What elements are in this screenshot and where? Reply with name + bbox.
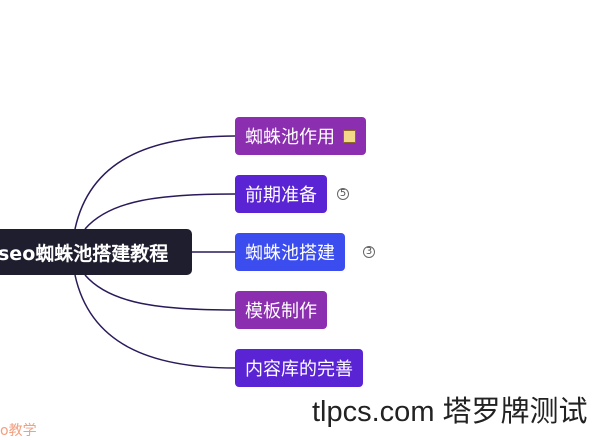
connector-1 (74, 135, 236, 230)
child-label: 内容库的完善 (245, 359, 353, 380)
child-label: 蜘蛛池作用 (245, 127, 335, 148)
count-badge[interactable]: 3 (363, 246, 375, 258)
child-node-1[interactable]: 蜘蛛池作用 (235, 117, 366, 155)
child-node-2[interactable]: 前期准备 (235, 175, 327, 213)
connector-4 (84, 274, 236, 311)
root-node[interactable]: seo蜘蛛池搭建教程 (0, 229, 192, 275)
child-label: 前期准备 (245, 185, 317, 206)
count-badge[interactable]: 5 (337, 188, 349, 200)
child-label: 蜘蛛池搭建 (245, 243, 335, 264)
note-icon[interactable] (343, 129, 356, 143)
child-node-3[interactable]: 蜘蛛池搭建 (235, 233, 345, 271)
watermark: tlpcs.com 塔罗牌测试 (312, 396, 588, 428)
root-label: seo蜘蛛池搭建教程 (0, 242, 169, 265)
child-node-4[interactable]: 模板制作 (235, 291, 327, 329)
child-node-5[interactable]: 内容库的完善 (235, 349, 363, 387)
connector-5 (74, 274, 236, 369)
connector-2 (84, 193, 236, 230)
corner-watermark: o教学 (0, 423, 37, 439)
child-label: 模板制作 (245, 301, 317, 322)
